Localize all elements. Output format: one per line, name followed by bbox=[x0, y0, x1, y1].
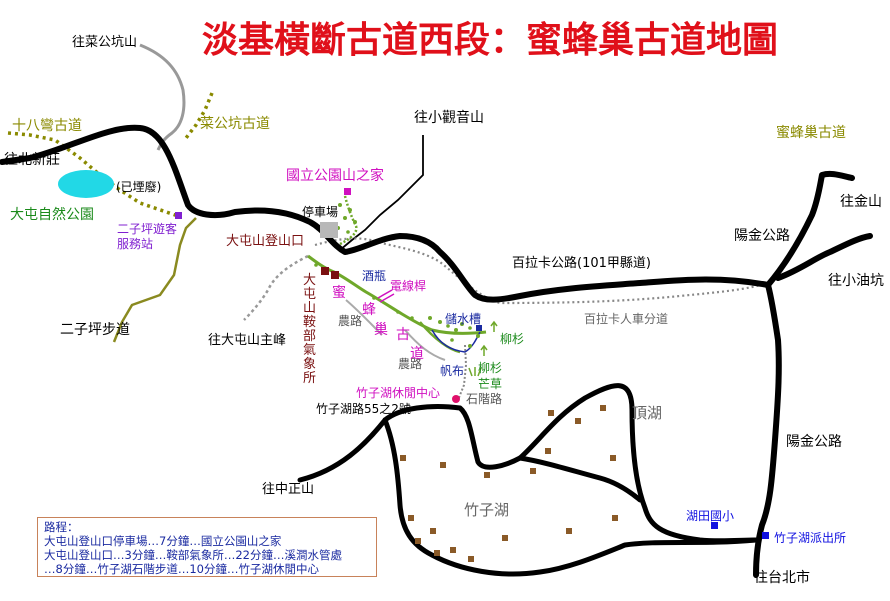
label-da-tun-shan-station: 大屯山 鞍部氣 象所 bbox=[303, 273, 316, 386]
legend-line-3: …8分鐘…竹子湖石階步道…10分鐘…竹子湖休閒中心 bbox=[44, 562, 319, 576]
label-chu-shui-cao: 儲水槽 bbox=[445, 312, 481, 326]
svg-text:巢: 巢 bbox=[374, 322, 388, 338]
label-cai-gong-keng-gu-dao: 菜公坑古道 bbox=[200, 116, 270, 132]
farm-plots bbox=[400, 405, 618, 562]
svg-text:鞍: 鞍 bbox=[303, 314, 316, 330]
label-wang-xiao-guan-yin-shan: 往小觀音山 bbox=[414, 109, 484, 126]
road-xiao-you-keng bbox=[775, 233, 873, 281]
svg-text:古: 古 bbox=[396, 327, 410, 343]
svg-text:山: 山 bbox=[303, 301, 316, 316]
trail-cai-gong-keng bbox=[184, 92, 214, 140]
parking-lot bbox=[320, 222, 338, 238]
label-mi-feng-chao-gu-dao-trail: 蜜蜂巢 古道 bbox=[332, 285, 424, 362]
label-dian-xian-gan: 電線桿 bbox=[390, 278, 426, 293]
label-da-tun-zi-ran-gong-yuan: 大屯自然公園 bbox=[10, 206, 94, 223]
road-yang-jin-lower bbox=[753, 282, 782, 578]
label-guo-li-gong-yuan-shan-zhi-jia: 國立公園山之家 bbox=[286, 167, 384, 184]
school-marker bbox=[711, 522, 718, 529]
label-wang-tai-bei-shi: 往台北市 bbox=[754, 569, 810, 586]
trail-mi-feng-chao bbox=[307, 254, 487, 335]
trailhead-marker bbox=[321, 267, 329, 275]
label-wang-da-tun-shan-zhu-feng: 往大屯山主峰 bbox=[208, 333, 286, 348]
road-zhu-zi-hu-loop bbox=[297, 383, 759, 544]
label-wang-zhong-zheng-shan: 往中正山 bbox=[262, 482, 314, 497]
svg-text:大: 大 bbox=[303, 273, 316, 288]
svg-text:部: 部 bbox=[303, 329, 316, 344]
label-shi-jie-lu: 石階路 bbox=[466, 391, 502, 406]
label-mang-cao: 芒草 bbox=[478, 376, 502, 391]
svg-text:蜂: 蜂 bbox=[362, 302, 376, 318]
label-ding-hu: 頂湖 bbox=[632, 404, 662, 422]
er-zi-ping-station-marker bbox=[175, 212, 182, 219]
svg-text:道: 道 bbox=[410, 346, 424, 362]
label-da-tun-shan-deng-shan-kou: 大屯山登山口 bbox=[226, 234, 304, 249]
label-wang-cai-gong-keng-shan: 往菜公坑山 bbox=[72, 35, 137, 50]
svg-text:所: 所 bbox=[303, 371, 316, 386]
road-yang-jin-upper bbox=[765, 170, 855, 288]
label-liu-shan-1: 柳杉 bbox=[500, 332, 524, 346]
label-ting-che-chang: 停車場 bbox=[302, 204, 338, 219]
label-yang-jin-road-2: 陽金公路 bbox=[786, 434, 842, 450]
svg-text:象: 象 bbox=[303, 357, 316, 372]
label-zhu-zi-hu-xiu-xian-zhong-xin: 竹子湖休閒中心 bbox=[356, 385, 440, 400]
legend-line-2: 大屯山登山口…3分鐘…鞍部氣象所…22分鐘…溪澗水管處 bbox=[44, 548, 342, 562]
weather-station-marker bbox=[331, 271, 339, 279]
vegetation bbox=[314, 203, 480, 348]
water-pipe bbox=[431, 329, 481, 353]
svg-text:蜜: 蜜 bbox=[332, 285, 346, 301]
label-zhu-zi-hu: 竹子湖 bbox=[464, 501, 509, 519]
trail-shi-jie-lu bbox=[457, 344, 468, 401]
label-bai-la-ka-ren-che-fen-dao: 百拉卡人車分道 bbox=[584, 311, 668, 326]
road-zhu-zi-hu-south bbox=[382, 417, 759, 577]
label-er-zi-ping-bu-dao: 二子坪步道 bbox=[60, 322, 130, 338]
road-zhu-zi-hu-inner bbox=[517, 455, 643, 503]
trail-xiao-guan-yin-shan bbox=[339, 135, 424, 251]
label-yang-jin-road-1: 陽金公路 bbox=[734, 228, 790, 244]
lake-da-tun-natural-park bbox=[58, 170, 114, 198]
leisure-center-marker bbox=[452, 395, 460, 403]
trail-da-tun-shan-zhu-feng bbox=[243, 254, 309, 321]
trail-cai-gong-keng-shan bbox=[139, 43, 186, 151]
label-mi-feng-chao-gu-dao-ne: 蜜蜂巢古道 bbox=[776, 125, 846, 141]
label-shiba-wan-gu-dao: 十八彎古道 bbox=[12, 118, 82, 134]
label-hu-tian-guo-xiao: 湖田國小 bbox=[686, 508, 734, 523]
trail-farm-road bbox=[345, 299, 446, 361]
police-marker bbox=[762, 532, 769, 539]
water-tank-marker bbox=[476, 325, 482, 331]
trail-shiba-wan bbox=[7, 131, 179, 218]
legend-heading: 路程： bbox=[44, 520, 79, 534]
label-liu-shan-2: 柳杉 bbox=[478, 361, 502, 375]
trail-er-zi-ping bbox=[112, 217, 197, 343]
label-er-zi-ping-station-2: 服務站 bbox=[117, 237, 153, 251]
label-fan-bu: 帆布 bbox=[440, 363, 464, 378]
label-wang-xiao-you-keng: 往小油坑 bbox=[828, 273, 884, 289]
map-title: 淡基橫斷古道西段：蜜蜂巢古道地圖 bbox=[202, 19, 778, 61]
road-bai-la-ka bbox=[0, 124, 771, 303]
cedar-symbols bbox=[468, 320, 498, 377]
legend-line-1: 大屯山登山口停車場…7分鐘…國立公園山之家 bbox=[44, 534, 282, 548]
label-wang-bei-xin-zhuang: 往北新莊 bbox=[4, 152, 60, 168]
label-wang-jin-shan: 往金山 bbox=[840, 194, 882, 210]
label-nong-lu-1: 農路 bbox=[338, 313, 362, 328]
label-er-zi-ping-station-1: 二子坪遊客 bbox=[117, 221, 177, 236]
label-zhu-zi-hu-address: 竹子湖路55之2號 bbox=[316, 401, 411, 416]
route-legend: 路程： 大屯山登山口停車場…7分鐘…國立公園山之家 大屯山登山口…3分鐘…鞍部氣… bbox=[37, 517, 377, 577]
svg-text:氣: 氣 bbox=[303, 343, 316, 358]
shan-zhi-jia-marker bbox=[344, 188, 351, 195]
electric-pole-symbol bbox=[377, 289, 395, 303]
label-jiu-ping: 酒瓶 bbox=[362, 269, 386, 283]
label-nong-lu-2: 農路 bbox=[398, 356, 422, 371]
label-yi-yan-fei: (已堙廢) bbox=[116, 179, 161, 194]
label-bai-la-ka-road: 百拉卡公路(101甲縣道) bbox=[512, 255, 651, 271]
svg-text:屯: 屯 bbox=[303, 287, 316, 302]
label-zhu-zi-hu-police: 竹子湖派出所 bbox=[774, 530, 846, 545]
trail-shan-zhi-jia bbox=[339, 195, 358, 246]
